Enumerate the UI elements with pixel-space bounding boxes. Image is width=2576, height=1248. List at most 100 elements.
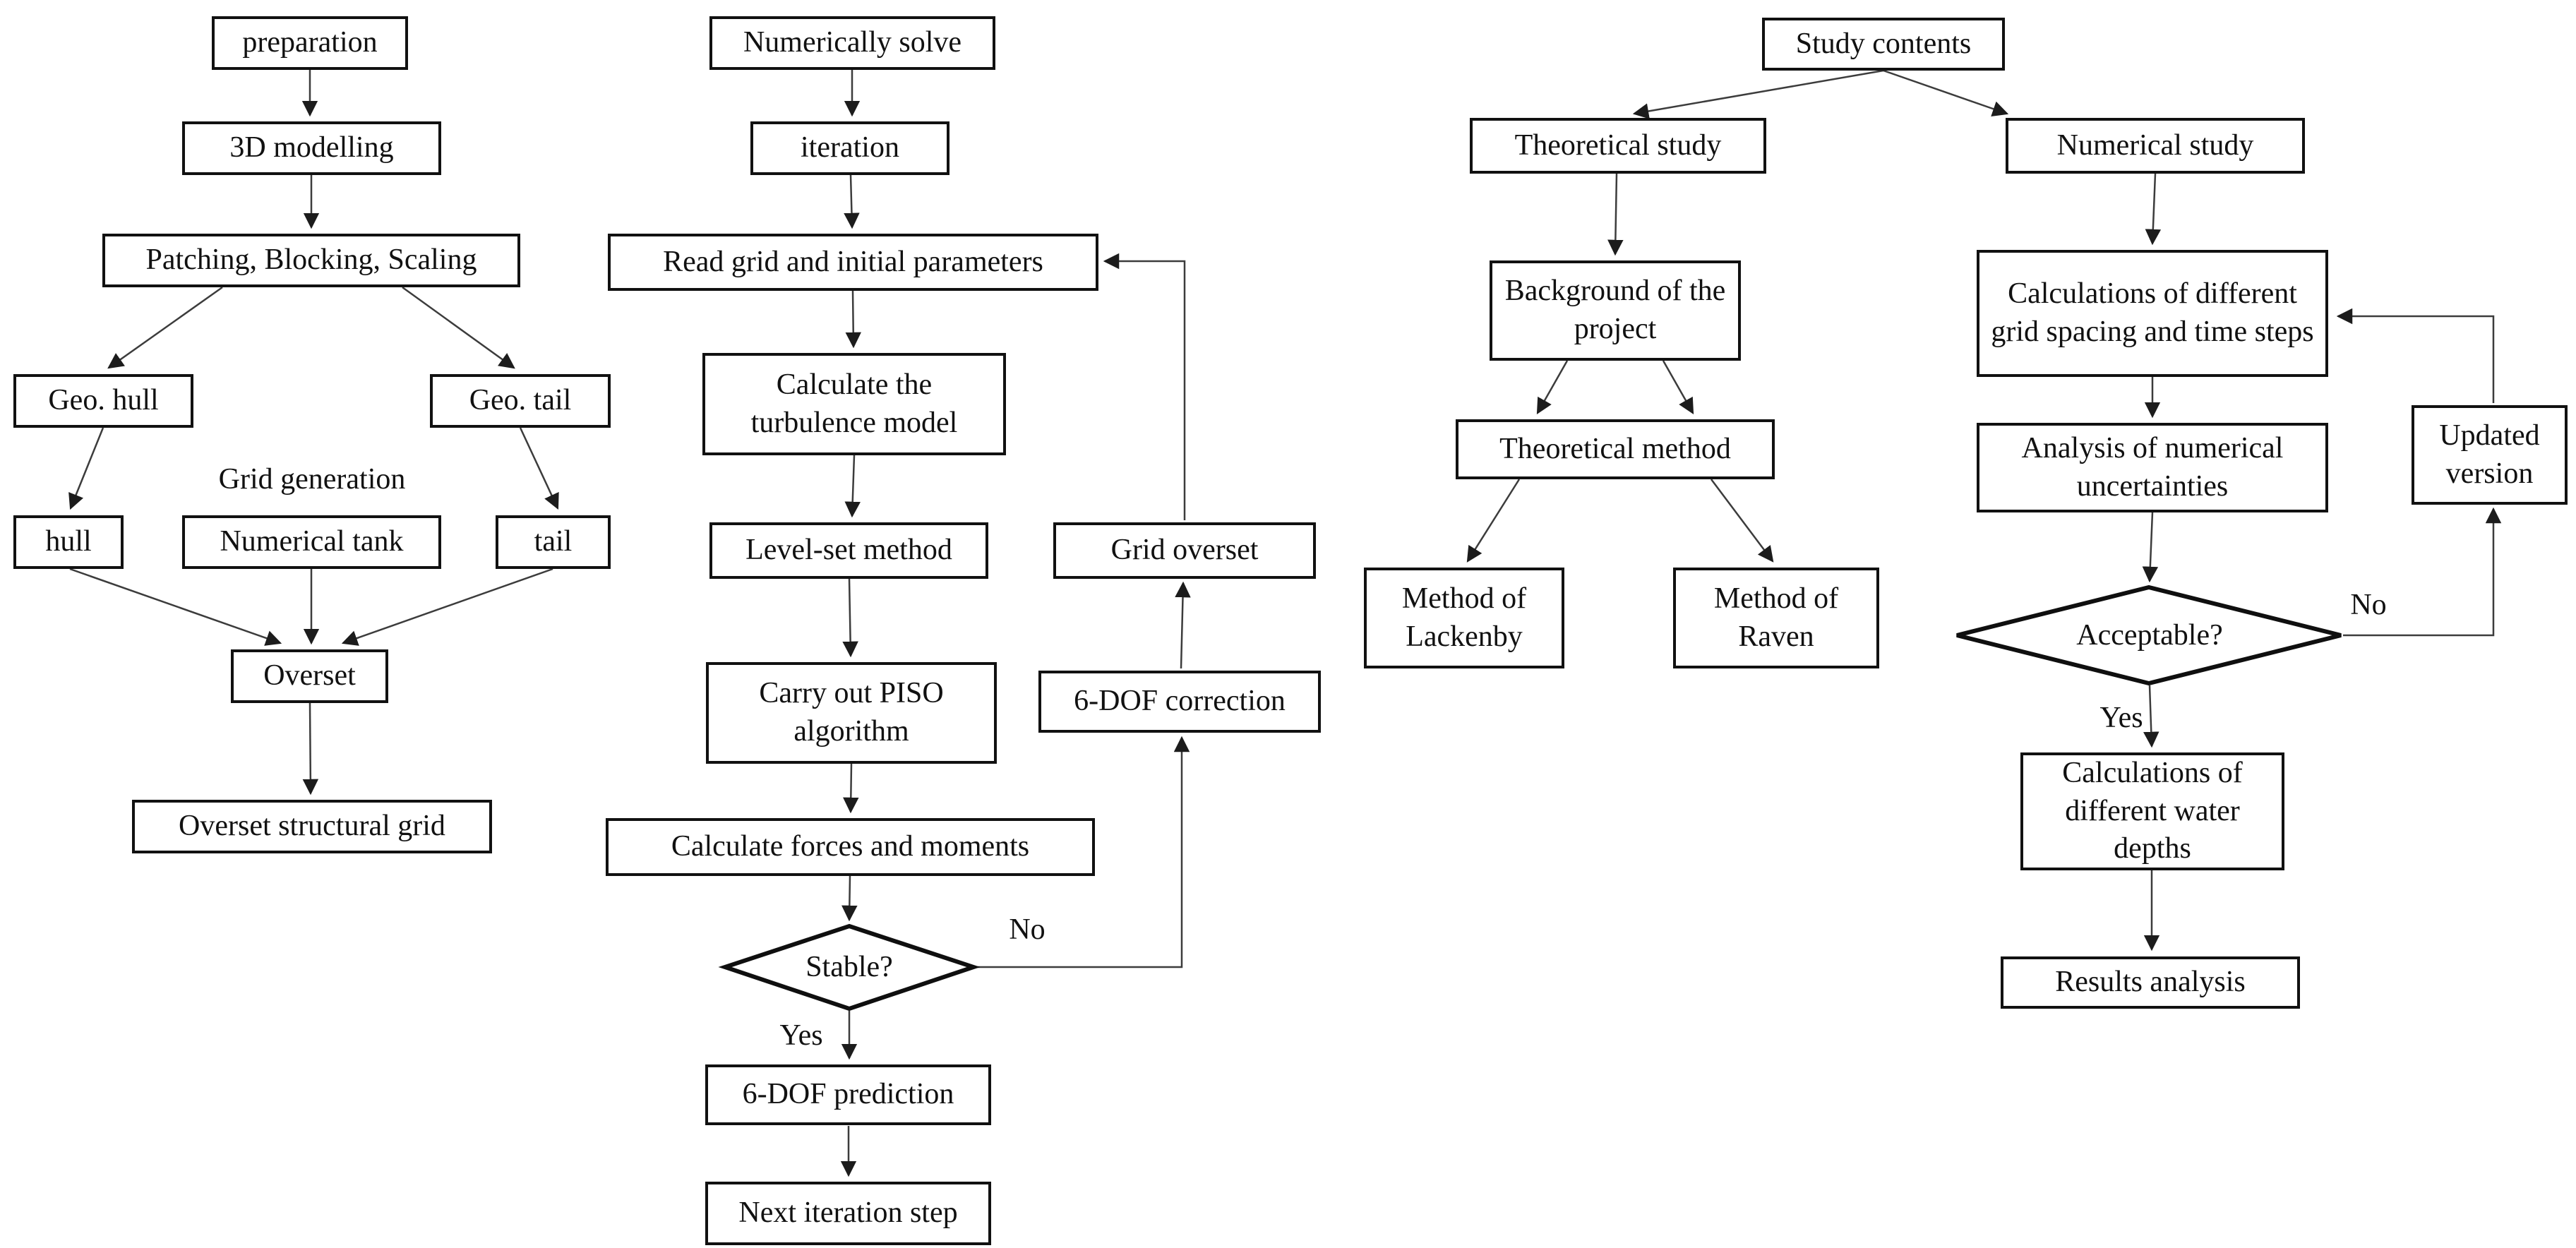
node-tail-label: tail [534, 525, 573, 558]
node-grid-overset: Grid overset [1053, 522, 1316, 579]
node-piso-algorithm: Carry out PISO algorithm [706, 662, 997, 764]
arrow-correction-to-gridoverset [1175, 581, 1191, 669]
node-numerically-solve: Numerically solve [709, 16, 995, 70]
node-iteration-label: iteration [801, 131, 899, 164]
node-updated-version: Updated version [2412, 405, 2568, 505]
grid-generation-label: Grid generation [213, 462, 411, 496]
node-forces-moments: Calculate forces and moments [606, 818, 1095, 876]
stable-decision-label: Stable? [760, 939, 938, 995]
node-6dof-prediction-label: 6-DOF prediction [742, 1078, 954, 1111]
acceptable-yes-label: Yes [2079, 701, 2164, 735]
node-iteration: iteration [750, 121, 949, 175]
node-overset-label: Overset [263, 659, 356, 692]
node-study-contents-label: Study contents [1795, 27, 1972, 60]
node-hull: hull [13, 515, 124, 569]
node-calc-water-depths: Calculations of different water depths [2020, 752, 2284, 870]
acceptable-no-text: No [2350, 589, 2387, 621]
node-study-contents: Study contents [1762, 18, 2005, 71]
node-grid-overset-label: Grid overset [1110, 534, 1259, 567]
arrow-method-to-lackenby [1466, 479, 1521, 563]
arrow-patching-to-geotail [402, 286, 515, 369]
node-preparation: preparation [212, 16, 408, 70]
acceptable-no-label: No [2330, 588, 2407, 622]
node-6dof-prediction: 6-DOF prediction [705, 1064, 991, 1125]
node-geo-tail-label: Geo. tail [469, 384, 572, 417]
node-forces-moments-label: Calculate forces and moments [671, 830, 1030, 863]
arrow-theoretical-to-background [1607, 173, 1624, 256]
arrow-background-to-method-r [1662, 360, 1694, 414]
node-numerically-solve-label: Numerically solve [743, 26, 962, 59]
node-geo-hull: Geo. hull [13, 374, 193, 428]
acceptable-decision-label: Acceptable? [2047, 607, 2252, 664]
node-overset: Overset [231, 649, 388, 703]
node-piso-algorithm-label: Carry out PISO algorithm [759, 677, 944, 748]
node-calc-grid-spacing: Calculations of different grid spacing a… [1977, 250, 2328, 377]
node-read-grid: Read grid and initial parameters [608, 234, 1098, 291]
arrow-contents-to-theoretical [1632, 69, 1884, 119]
node-numerical-tank-label: Numerical tank [220, 525, 404, 558]
node-level-set-label: Level-set method [745, 534, 952, 567]
node-geo-tail: Geo. tail [430, 374, 611, 428]
arrow-tail-to-overset [341, 568, 553, 646]
node-method-raven: Method of Raven [1673, 568, 1879, 668]
node-theoretical-study-label: Theoretical study [1514, 128, 1722, 162]
node-analysis-uncertainties: Analysis of numerical uncertainties [1977, 423, 2328, 512]
stable-yes-text: Yes [779, 1019, 823, 1052]
node-geo-hull-label: Geo. hull [48, 384, 159, 417]
acceptable-yes-text: Yes [2099, 702, 2143, 734]
arrow-analysis-to-acceptable [2142, 512, 2159, 583]
stable-no-label: No [988, 913, 1066, 947]
node-results-analysis-label: Results analysis [2055, 966, 2246, 999]
arrow-background-to-method-l [1536, 360, 1569, 414]
node-overset-structural-grid: Overset structural grid [132, 800, 492, 853]
node-numerical-study-label: Numerical study [2056, 128, 2254, 162]
node-hull-label: hull [45, 525, 92, 558]
node-patching-label: Patching, Blocking, Scaling [145, 244, 477, 277]
node-turbulence-model-label: Calculate the turbulence model [750, 368, 958, 439]
stable-decision-text: Stable? [805, 951, 893, 983]
arrow-levelset-to-piso [842, 578, 858, 658]
node-preparation-label: preparation [242, 26, 378, 59]
arrow-overset-to-structgrid [302, 702, 319, 796]
acceptable-decision-diamond [1956, 584, 2342, 686]
arrow-method-to-raven [1711, 479, 1774, 563]
arrow-iteration-to-readgrid [844, 174, 860, 229]
node-turbulence-model: Calculate the turbulence model [702, 353, 1006, 455]
arrow-forces-to-stable [841, 875, 858, 922]
arrow-acceptable-yes-to-depths [2143, 685, 2159, 748]
node-method-lackenby: Method of Lackenby [1364, 568, 1564, 668]
arrow-patching-to-geohull [107, 286, 223, 369]
stable-yes-label: Yes [762, 1019, 840, 1052]
node-theoretical-method: Theoretical method [1456, 419, 1775, 479]
arrow-geotail-to-tail [519, 427, 559, 510]
node-tail: tail [496, 515, 611, 569]
arrow-geohull-to-hull [68, 427, 104, 510]
arrow-contents-to-numerical [1883, 69, 2009, 116]
node-calc-water-depths-label: Calculations of different water depths [2062, 756, 2243, 865]
node-patching-blocking-scaling: Patching, Blocking, Scaling [102, 234, 520, 287]
arrow-gridoverset-to-readgrid [1103, 253, 1186, 520]
node-theoretical-method-label: Theoretical method [1499, 432, 1731, 465]
arrow-acceptable-no-to-updated [2343, 507, 2502, 637]
node-overset-structural-grid-label: Overset structural grid [179, 810, 445, 843]
node-updated-version-label: Updated version [2439, 419, 2540, 490]
node-method-raven-label: Method of Raven [1713, 582, 1839, 653]
arrow-turbulence-to-levelset [844, 455, 861, 518]
node-results-analysis: Results analysis [2001, 956, 2300, 1009]
node-level-set: Level-set method [709, 522, 988, 579]
node-numerical-study: Numerical study [2006, 118, 2305, 174]
node-background-project: Background of the project [1490, 260, 1741, 361]
stable-no-text: No [1009, 913, 1046, 946]
node-calc-grid-spacing-label: Calculations of different grid spacing a… [1991, 277, 2314, 348]
node-3d-modelling-label: 3D modelling [229, 131, 394, 164]
node-analysis-uncertainties-label: Analysis of numerical uncertainties [2021, 431, 2284, 503]
node-6dof-correction: 6-DOF correction [1038, 671, 1321, 733]
grid-generation-text: Grid generation [218, 463, 406, 496]
arrow-stable-no-to-correction [976, 736, 1190, 968]
node-6dof-correction-label: 6-DOF correction [1074, 685, 1286, 718]
node-theoretical-study: Theoretical study [1470, 118, 1766, 174]
node-read-grid-label: Read grid and initial parameters [663, 245, 1043, 278]
arrow-updated-to-calcgrid [2336, 308, 2495, 403]
